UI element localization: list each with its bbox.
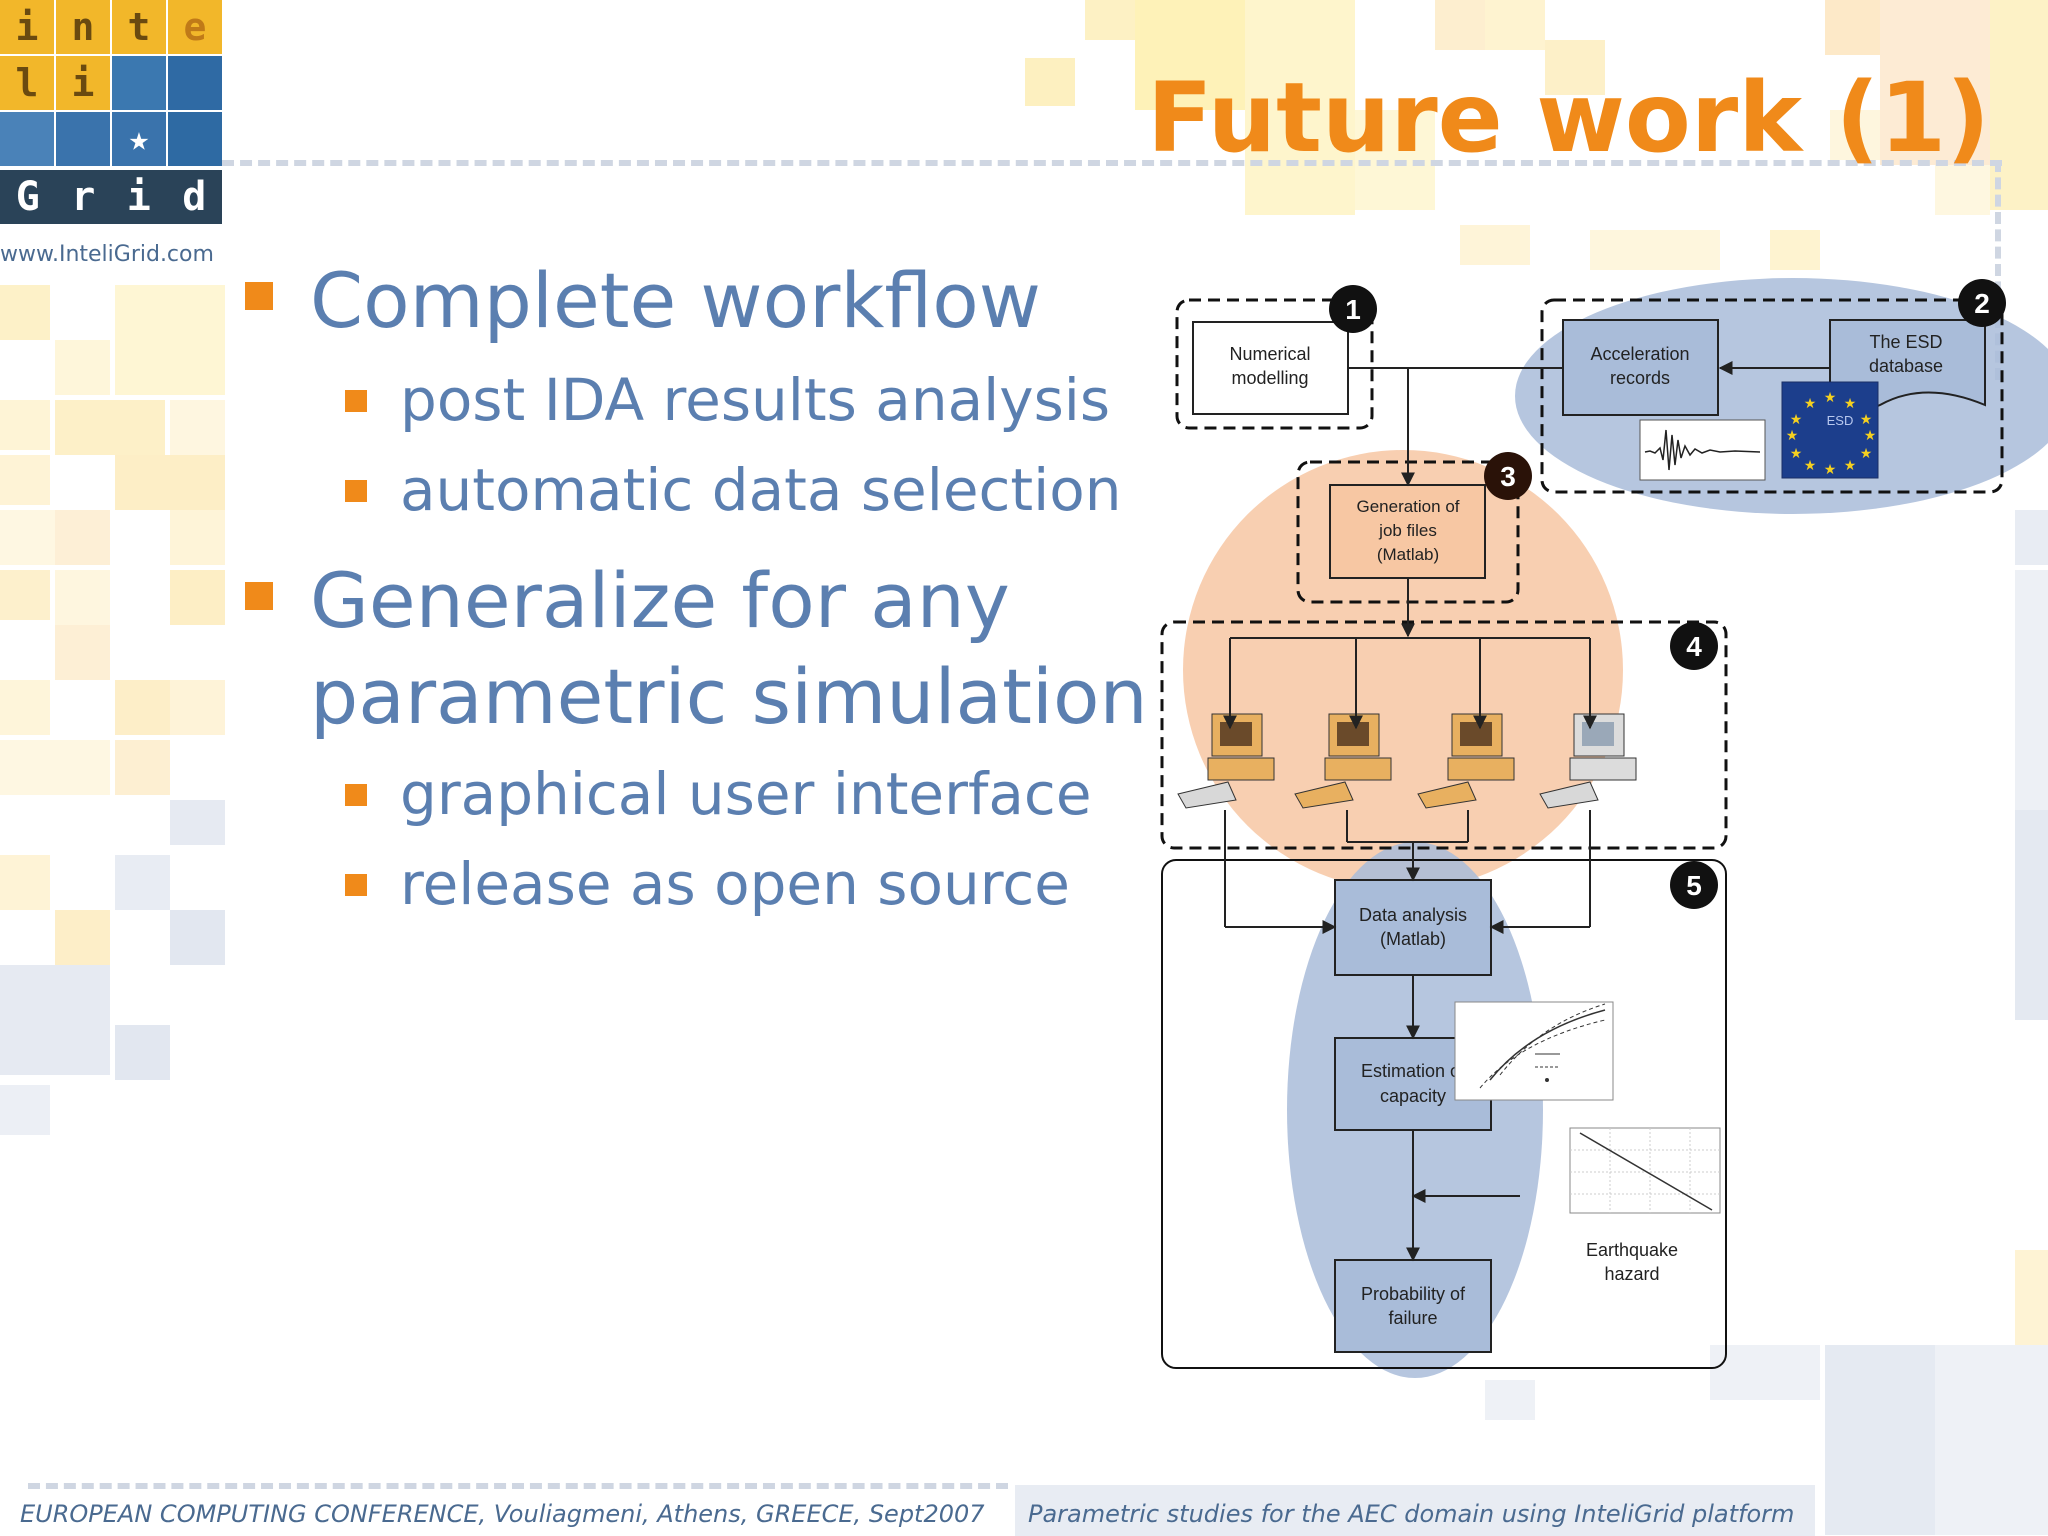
eu-stars: ★★★ ★★★ ★★★ ★★★ [1786,389,1877,477]
earthquake-hazard-label: Earthquake [1586,1240,1678,1260]
earthquake-hazard-label: hazard [1604,1264,1659,1284]
esd-database-label: The ESD [1869,332,1942,352]
data-analysis-box [1334,879,1492,976]
logo-letter: i [0,0,54,54]
generation-job-files-label: (Matlab) [1377,545,1439,564]
svg-text:★: ★ [1824,461,1837,477]
acceleration-records-label: Acceleration [1590,344,1689,364]
svg-text:★: ★ [1844,395,1857,411]
sub-bullet-item: graphical user interface [400,760,1092,828]
generation-job-files-box [1329,484,1486,579]
sub-bullet-marker [345,874,367,896]
step-number: 4 [1686,631,1702,662]
numerical-modelling-label: modelling [1231,368,1308,388]
estimation-capacity-label: Estimation of [1361,1061,1466,1081]
group-5-outline [1161,859,1727,1369]
bullet-item: Complete workflow [310,256,1041,345]
step-number: 1 [1345,294,1361,325]
step-number: 2 [1974,288,1990,319]
logo-letter: l [0,56,54,110]
logo-letter: e [168,0,222,54]
logo-url[interactable]: www.InteliGrid.com [0,242,214,267]
capacity-curve [1499,1003,1606,1076]
capacity-curve [1479,1019,1606,1089]
logo-grid-word: G r i d [0,170,222,224]
data-analysis-label: Data analysis [1359,905,1467,925]
probability-failure-label: failure [1388,1308,1437,1328]
step-number: 5 [1686,870,1702,901]
computer-icon [1539,713,1637,809]
hazard-plot-grid [1570,1128,1720,1213]
sub-bullet-marker [345,784,367,806]
sub-bullet-item: automatic data selection [400,456,1122,524]
capacity-plot-thumbnail [1454,1001,1614,1101]
step-number-badges: 1 2 3 4 5 [1329,279,2006,909]
footer-conference: EUROPEAN COMPUTING CONFERENCE, Vouliagme… [20,1500,985,1528]
generation-job-files-label: Generation of [1356,497,1459,516]
probability-failure-box [1334,1259,1492,1353]
svg-text:★: ★ [1824,389,1837,405]
numerical-modelling-label: Numerical [1229,344,1310,364]
probability-failure-label: Probability of [1361,1284,1466,1304]
generation-job-files-label: job files [1378,521,1437,540]
svg-text:★: ★ [1860,411,1873,427]
star-icon: ★ [112,112,166,166]
svg-text:★: ★ [1786,427,1799,443]
computer-icon [1177,713,1275,809]
bullet-marker [245,582,273,610]
svg-text:★: ★ [1804,457,1817,473]
svg-text:★: ★ [1790,445,1803,461]
seismogram-trace [1644,429,1761,471]
svg-text:★: ★ [1804,395,1817,411]
group-4-outline [1160,620,1728,850]
connector-lines [1223,361,1830,1262]
bullet-marker [245,282,273,310]
svg-text:★: ★ [1860,445,1873,461]
acceleration-records-label: records [1610,368,1670,388]
numerical-modelling-box [1192,321,1349,415]
hazard-curve [1579,1132,1713,1211]
esd-database-label: database [1869,356,1943,376]
computer-icons [1177,713,1637,809]
sub-bullet-marker [345,390,367,412]
bullet-item-line: Generalize for any [310,556,1010,645]
sub-bullet-item: post IDA results analysis [400,366,1111,434]
group-2-outline [1540,298,2004,494]
logo-letter: i [56,56,110,110]
svg-text:★: ★ [1844,457,1857,473]
esd-flag-icon [1781,381,1879,479]
capacity-plot-legend [1535,1053,1560,1082]
logo-letter: n [56,0,110,54]
bullet-item-line: parametric simulation [310,652,1148,741]
step-number: 3 [1500,461,1516,492]
svg-text:★: ★ [1790,411,1803,427]
esd-flag-label: ESD [1827,413,1854,428]
inteligrid-logo: i n t e l i ★ G r i d [0,0,222,224]
sub-bullet-marker [345,480,367,502]
right-divider [1995,160,2001,380]
footer-divider [28,1483,1008,1489]
capacity-curve [1489,1009,1606,1081]
svg-text:★: ★ [1864,427,1877,443]
page-title: Future work (1) [1146,62,1990,174]
logo-letter: t [112,0,166,54]
estimation-capacity-label: capacity [1380,1086,1446,1106]
data-analysis-label: (Matlab) [1380,929,1446,949]
group-1-outline [1175,298,1374,430]
sub-bullet-item: release as open source [400,850,1070,918]
footer-presentation-title: Parametric studies for the AEC domain us… [1028,1500,1795,1528]
header-divider [222,160,2002,166]
